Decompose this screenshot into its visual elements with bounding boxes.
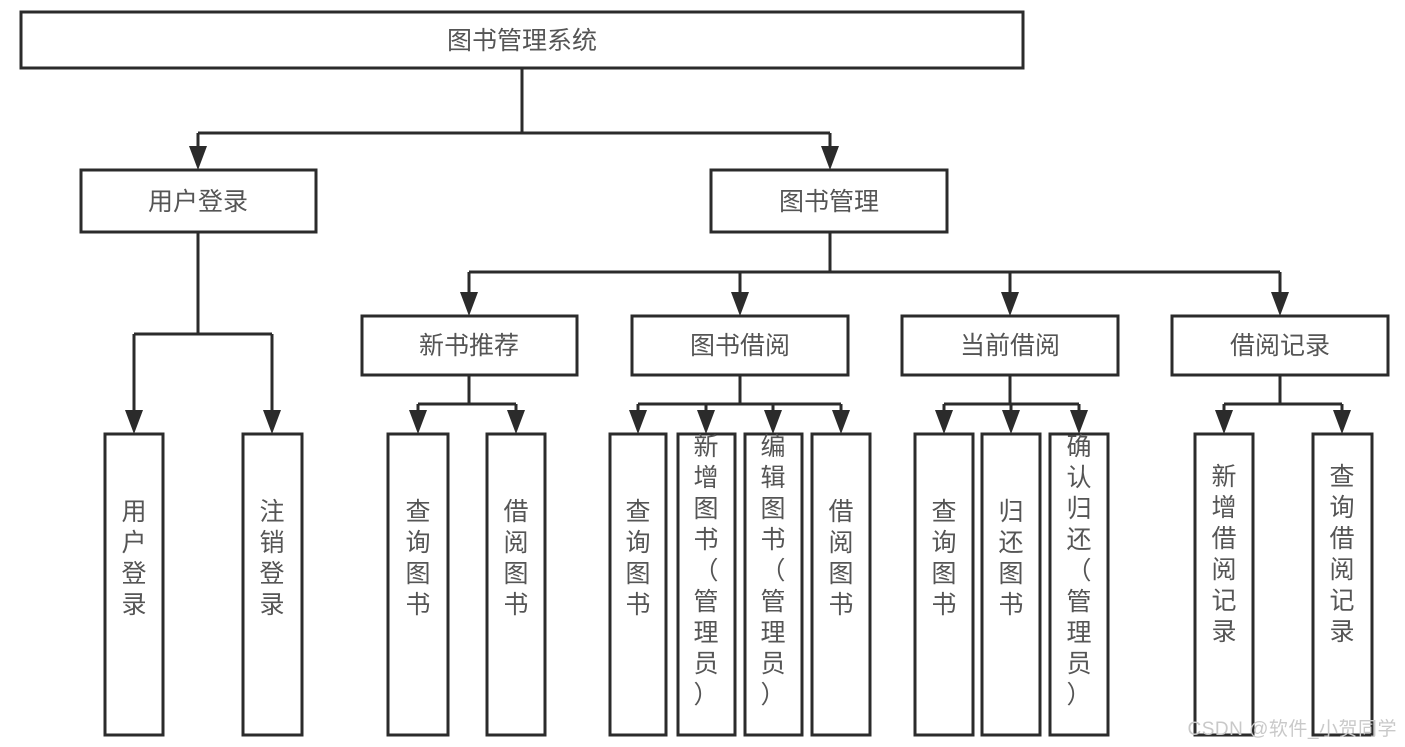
edge-group-book-manage-to-level3 (460, 232, 1289, 316)
node-borrow-record-label: 借阅记录 (1230, 332, 1330, 360)
node-leaf-edit-book[interactable]: 编辑图书（管理员） (743, 432, 804, 737)
node-leaf-borrow-book-recommend-box[interactable] (485, 432, 547, 737)
arrow-head-icon (409, 410, 427, 434)
edge-group-user-login-to-leaves (125, 232, 281, 434)
node-user-login-label: 用户登录 (148, 188, 248, 216)
arrow-head-icon (507, 410, 525, 434)
node-leaf-logout[interactable]: 注销登录 (241, 432, 304, 737)
node-leaf-query-book-current[interactable]: 查询图书 (913, 432, 975, 737)
node-leaf-add-book-box[interactable] (676, 432, 737, 737)
node-book-manage[interactable]: 图书管理 (709, 168, 949, 234)
node-leaf-borrow-book-label: 借阅图书 (828, 498, 853, 619)
node-leaf-query-borrow-record[interactable]: 查询借阅记录 (1311, 432, 1374, 737)
arrow-head-icon (1001, 292, 1019, 316)
node-book-borrow-box[interactable] (630, 314, 850, 377)
arrow-head-icon (832, 410, 850, 434)
arrow-head-icon (1271, 292, 1289, 316)
arrow-head-icon (731, 292, 749, 316)
node-leaf-user-login-label: 用户登录 (121, 498, 146, 619)
node-book-borrow-label: 图书借阅 (690, 332, 790, 360)
node-leaf-logout-box[interactable] (241, 432, 304, 737)
arrow-head-icon (764, 410, 782, 434)
arrow-head-icon (460, 292, 478, 316)
node-leaf-query-book-borrow-box[interactable] (608, 432, 668, 737)
node-leaf-user-login-box[interactable] (103, 432, 165, 737)
node-borrow-record[interactable]: 借阅记录 (1170, 314, 1390, 377)
node-borrow-record-box[interactable] (1170, 314, 1390, 377)
arrow-head-icon (1333, 410, 1351, 434)
node-current-borrow[interactable]: 当前借阅 (900, 314, 1120, 377)
arrow-head-icon (821, 146, 839, 170)
arrow-head-icon (935, 410, 953, 434)
node-user-login[interactable]: 用户登录 (79, 168, 318, 234)
node-leaf-logout-label: 注销登录 (259, 498, 284, 619)
arrow-head-icon (1070, 410, 1088, 434)
node-leaf-query-book-recommend[interactable]: 查询图书 (386, 432, 450, 737)
node-root-box[interactable] (19, 10, 1025, 70)
node-leaf-confirm-return-box[interactable] (1048, 432, 1110, 737)
node-current-borrow-label: 当前借阅 (960, 332, 1060, 360)
node-leaf-confirm-return[interactable]: 确认归还（管理员） (1048, 432, 1110, 737)
node-leaf-query-book-current-box[interactable] (913, 432, 975, 737)
node-leaf-query-book-recommend-label: 查询图书 (405, 498, 430, 619)
edge-group-borrow-record-to-leaves (1215, 375, 1351, 434)
node-leaf-return-book[interactable]: 归还图书 (980, 432, 1042, 737)
node-leaf-confirm-return-label: 确认归还（管理员） (1066, 433, 1091, 709)
node-leaf-borrow-book-box[interactable] (810, 432, 872, 737)
arrow-head-icon (697, 410, 715, 434)
node-book-manage-box[interactable] (709, 168, 949, 234)
arrow-head-icon (629, 410, 647, 434)
node-leaf-add-borrow-record[interactable]: 新增借阅记录 (1193, 432, 1255, 737)
node-new-book-recommend-label: 新书推荐 (419, 332, 519, 360)
edge-group-new-book-recommend-to-leaves (409, 375, 525, 434)
node-leaf-add-book[interactable]: 新增图书（管理员） (676, 432, 737, 737)
node-book-borrow[interactable]: 图书借阅 (630, 314, 850, 377)
node-book-manage-label: 图书管理 (779, 188, 879, 216)
arrow-head-icon (125, 410, 143, 434)
node-leaf-query-book-recommend-box[interactable] (386, 432, 450, 737)
node-root[interactable]: 图书管理系统 (19, 10, 1025, 70)
edge-group-book-borrow-to-leaves (629, 375, 850, 434)
node-root-label: 图书管理系统 (447, 27, 597, 55)
arrow-head-icon (189, 146, 207, 170)
node-leaf-add-borrow-record-box[interactable] (1193, 432, 1255, 737)
node-leaf-query-book-current-label: 查询图书 (931, 498, 956, 619)
node-leaf-edit-book-label: 编辑图书（管理员） (760, 433, 785, 709)
node-leaf-add-book-label: 新增图书（管理员） (693, 433, 718, 709)
node-leaf-query-book-borrow-label: 查询图书 (625, 498, 650, 619)
node-leaf-edit-book-box[interactable] (743, 432, 804, 737)
node-leaf-return-book-box[interactable] (980, 432, 1042, 737)
node-leaf-borrow-book-recommend[interactable]: 借阅图书 (485, 432, 547, 737)
arrow-head-icon (1215, 410, 1233, 434)
csdn-watermark: CSDN @软件_小贺同学 (1187, 719, 1397, 740)
node-new-book-recommend[interactable]: 新书推荐 (360, 314, 579, 377)
arrow-head-icon (1002, 410, 1020, 434)
edge-group-current-borrow-to-leaves (935, 375, 1088, 434)
node-user-login-box[interactable] (79, 168, 318, 234)
node-leaf-borrow-book[interactable]: 借阅图书 (810, 432, 872, 737)
node-leaf-query-borrow-record-box[interactable] (1311, 432, 1374, 737)
arrow-head-icon (263, 410, 281, 434)
edge-group-root-to-level2 (189, 68, 839, 170)
node-leaf-user-login[interactable]: 用户登录 (103, 432, 165, 737)
node-leaf-borrow-book-recommend-label: 借阅图书 (503, 498, 528, 619)
node-leaf-query-borrow-record-label: 查询借阅记录 (1329, 463, 1354, 646)
node-leaf-add-borrow-record-label: 新增借阅记录 (1211, 463, 1236, 646)
node-leaf-return-book-label: 归还图书 (998, 498, 1023, 619)
node-new-book-recommend-box[interactable] (360, 314, 579, 377)
node-current-borrow-box[interactable] (900, 314, 1120, 377)
node-leaf-query-book-borrow[interactable]: 查询图书 (608, 432, 668, 737)
